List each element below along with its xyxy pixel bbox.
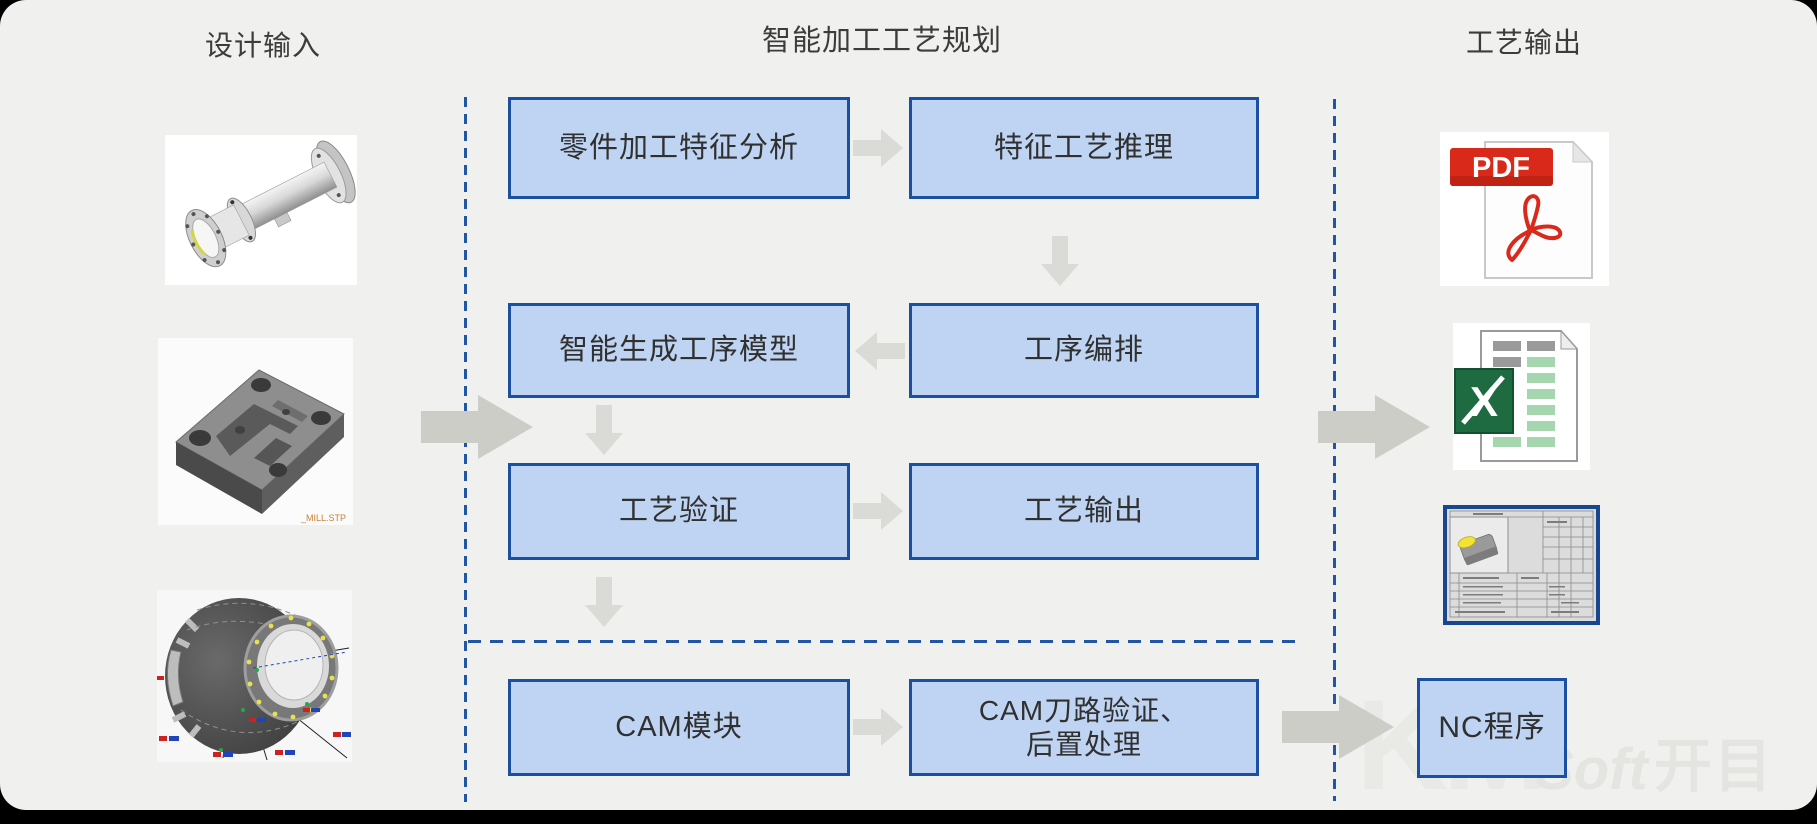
excel-icon: X — [1454, 329, 1579, 462]
flow-box-label: 智能生成工序模型 — [558, 334, 799, 367]
flow-box-label-line1: CAM刀路验证、 — [978, 694, 1190, 726]
flow-box-label: 零件加工特征分析 — [558, 131, 799, 164]
process-planning-title: 智能加工工艺规划 — [761, 25, 1002, 57]
big-arrow-planning-to-output — [1318, 395, 1430, 459]
flow-box-label: CAM模块 — [615, 711, 743, 744]
nc-program-box: NC程序 — [1417, 678, 1567, 778]
pdf-label: PDF — [1472, 152, 1530, 184]
arrow-right-icon — [853, 129, 903, 167]
arrow-right-icon — [853, 492, 903, 530]
block-filename-caption: _MILL.STP — [300, 513, 346, 523]
big-arrow-input-to-planning — [421, 395, 533, 459]
arrow-down-icon — [585, 405, 623, 455]
shaft-model-image — [165, 135, 357, 285]
arrow-right-icon — [853, 708, 903, 746]
svg-text:X: X — [1470, 378, 1498, 425]
flow-box-label-line2: 后置处理 — [1025, 728, 1142, 760]
flow-box-process-verification: 工艺验证 — [508, 463, 850, 560]
nc-program-label: NC程序 — [1438, 711, 1546, 744]
block-model-image: _MILL.STP — [158, 338, 353, 525]
casing-cad-icon — [157, 598, 351, 761]
flow-box-feature-process-reasoning: 特征工艺推理 — [909, 97, 1259, 199]
flow-box-label: 工艺输出 — [1023, 495, 1144, 528]
watermark-kaimu: 开目 — [1653, 734, 1774, 799]
right-dashed-divider — [1333, 99, 1336, 801]
arrow-left-icon — [855, 332, 905, 370]
shaft-cad-icon — [185, 140, 356, 268]
flow-box-process-output: 工艺输出 — [909, 463, 1259, 560]
arrow-down-icon — [1041, 236, 1079, 286]
pdf-file-image: PDF — [1440, 132, 1609, 286]
cam-section-dashed-divider — [468, 640, 1298, 643]
flow-box-operation-sequencing: 工序编排 — [909, 303, 1259, 398]
casing-model-image — [157, 590, 352, 762]
flow-box-label: 工艺验证 — [618, 495, 739, 528]
process-card-image — [1443, 505, 1600, 625]
flow-box-cam-toolpath: CAM刀路验证、 后置处理 — [909, 679, 1259, 776]
flow-box-generate-operation-model: 智能生成工序模型 — [508, 303, 850, 398]
design-input-title: 设计输入 — [204, 30, 321, 61]
block-cad-icon: _MILL.STP — [175, 369, 346, 523]
flow-box-label: 工序编排 — [1023, 334, 1144, 367]
pdf-icon: PDF — [1450, 140, 1594, 279]
arrow-down-icon — [585, 577, 623, 627]
flow-box-label: 特征工艺推理 — [993, 131, 1174, 164]
left-dashed-divider — [464, 97, 467, 802]
flow-box-feature-analysis: 零件加工特征分析 — [508, 97, 850, 199]
process-output-title: 工艺输出 — [1465, 27, 1582, 58]
excel-file-image: X — [1453, 323, 1590, 470]
big-arrow-cam-to-nc — [1282, 695, 1394, 759]
process-card-icon — [1447, 509, 1596, 621]
flow-box-cam-module: CAM模块 — [508, 679, 850, 776]
